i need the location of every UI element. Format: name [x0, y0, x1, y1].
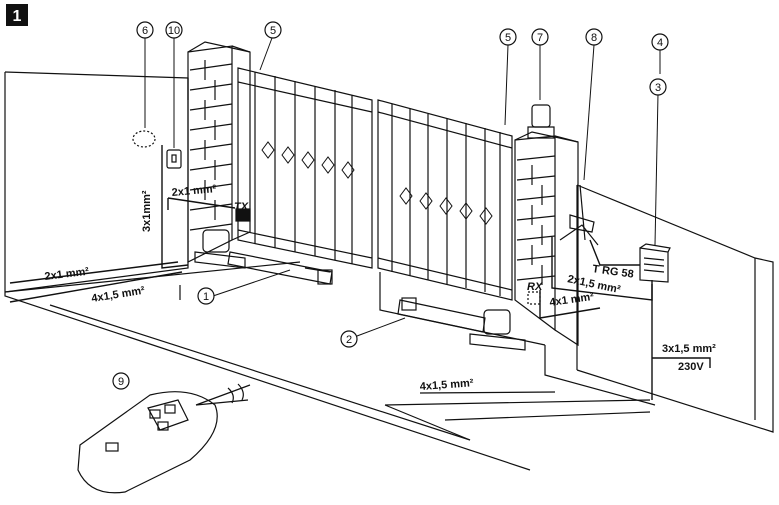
label-wall-vertical: 3x1mm² — [141, 190, 153, 232]
label-ground-center: 4x1,5 mm² — [419, 377, 474, 393]
callout-4: 4 — [651, 33, 669, 51]
svg-text:2: 2 — [346, 334, 352, 346]
left-wall — [4, 71, 189, 293]
label-ground-left-inner: 4x1,5 mm² — [91, 285, 146, 305]
antenna — [559, 184, 599, 246]
label-rx-feed: 4x1 mm² — [549, 291, 595, 309]
label-ground-left-outer: 2x1 mm² — [44, 266, 90, 283]
callout-8: 8 — [585, 28, 603, 46]
label-coax: T RG 58 — [592, 263, 635, 281]
callout-2: 2 — [340, 330, 358, 348]
callout-leaders — [144, 37, 661, 337]
svg-text:3: 3 — [655, 82, 661, 94]
left-brick-pillar — [187, 41, 251, 263]
callout-3: 3 — [649, 78, 667, 96]
label-rx: RX — [527, 281, 543, 293]
courtesy-light — [132, 130, 156, 148]
photocell-rx — [527, 291, 541, 305]
svg-text:4: 4 — [657, 37, 663, 49]
callout-6: 6 — [136, 21, 154, 39]
gate-ornaments — [261, 141, 493, 225]
label-tx-feed: 2x1 mm² — [171, 183, 217, 199]
svg-text:7: 7 — [537, 32, 543, 44]
callout-1: 1 — [197, 287, 215, 305]
callout-5-right: 5 — [499, 28, 517, 46]
photocell-tx — [235, 208, 251, 222]
svg-text:9: 9 — [118, 376, 124, 388]
figure-badge: 1 — [6, 4, 28, 26]
callout-5-left: 5 — [264, 21, 282, 39]
left-gate-leaf — [237, 67, 373, 269]
svg-text:1: 1 — [13, 8, 22, 25]
svg-text:5: 5 — [505, 32, 511, 44]
label-tx: TX — [234, 201, 249, 213]
left-gate-operator — [194, 229, 333, 285]
svg-text:10: 10 — [168, 25, 180, 37]
callout-9: 9 — [112, 372, 130, 390]
remote-control — [77, 383, 251, 494]
right-brick-pillar — [514, 131, 579, 347]
callout-7: 7 — [531, 28, 549, 46]
right-gate-operator — [397, 297, 526, 351]
warning-lamp — [527, 104, 555, 139]
label-voltage: 230V — [678, 361, 704, 373]
key-selector — [166, 149, 182, 169]
svg-text:1: 1 — [203, 291, 209, 303]
control-box — [639, 243, 671, 283]
cable-runs — [9, 145, 711, 400]
callout-10: 10 — [165, 21, 183, 39]
label-mains-feed: 3x1,5 mm² — [662, 343, 716, 355]
right-gate-leaf — [377, 99, 513, 301]
svg-text:8: 8 — [591, 32, 597, 44]
svg-text:5: 5 — [270, 25, 276, 37]
svg-text:6: 6 — [142, 25, 148, 37]
right-wall — [576, 184, 774, 433]
